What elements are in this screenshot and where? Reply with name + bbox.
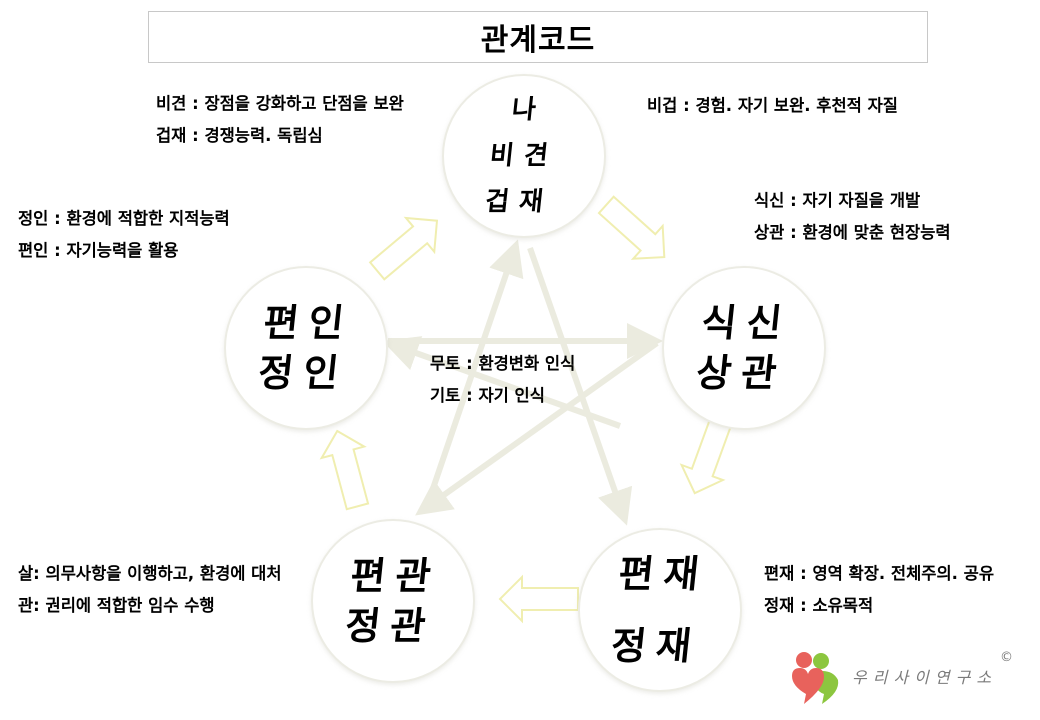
cycle-arrow-top-to-right	[597, 195, 666, 260]
node-top-label-na: 나	[510, 95, 548, 125]
note-pyeonjae: 편재 : 영역 확장. 전체주의. 공유	[764, 564, 995, 583]
note-top-right: 비겁 : 경험. 자기 보완. 후천적 자질	[647, 90, 898, 122]
cycle-arrow-left-to-top	[368, 216, 439, 281]
note-bigeop: 비겁 : 경험. 자기 보완. 후천적 자질	[647, 96, 898, 115]
cycle-arrow-bottomright-to-bottomleft	[498, 574, 579, 624]
note-gito: 기토 : 자기 인식	[430, 386, 545, 405]
note-center: 무토 : 환경변화 인식 기토 : 자기 인식	[430, 348, 575, 412]
note-bigyeon: 비견 : 장점을 강화하고 단점을 보완	[156, 94, 404, 113]
star-arrow-to-left	[382, 336, 622, 429]
note-muto: 무토 : 환경변화 인식	[430, 354, 576, 373]
note-bottom-right: 편재 : 영역 확장. 전체주의. 공유 정재 : 소유목적	[764, 558, 994, 622]
node-top-label-geopjae: 겁재	[483, 187, 555, 217]
note-left: 정인 : 환경에 적합한 지적능력 편인 : 자기능력을 활용	[18, 203, 230, 267]
cycle-arrows	[319, 195, 734, 624]
star-arrows	[382, 239, 663, 526]
node-bottomright-label-pyeonjae: 편재	[616, 551, 712, 596]
node-bottomleft-label-jeonggwan: 정관	[343, 603, 438, 648]
title-box: 관계코드	[148, 11, 928, 63]
node-top-label-bigyeon: 비견	[488, 141, 560, 171]
star-arrow-right-to-bottomleft	[415, 340, 659, 516]
note-gwan: 관: 권리에 적합한 임수 수행	[18, 596, 215, 615]
star-arrow-bottomleft-to-top	[422, 239, 524, 513]
node-left-pyeonin-jeongin: 편인 정인	[224, 266, 388, 430]
node-left-label-pyeonin: 편인	[261, 300, 356, 345]
star-arrow-top-to-bottomright	[527, 247, 633, 526]
note-siksin: 식신 : 자기 자질을 개발	[754, 191, 921, 210]
page-title: 관계코드	[480, 23, 596, 58]
logo: 우리사이연구소 ©	[788, 650, 1013, 706]
note-sanggwan: 상관 : 환경에 맞춘 현장능력	[754, 223, 951, 242]
node-bottomleft-label-pyeongwan: 편관	[348, 553, 443, 598]
node-right-label-siksin: 식신	[699, 300, 794, 345]
logo-people-heart-icon	[792, 652, 839, 704]
node-right-siksin-sanggwan: 식신 상관	[662, 266, 826, 430]
cycle-arrow-bottomleft-to-left	[319, 429, 370, 511]
note-pyeonin: 편인 : 자기능력을 활용	[18, 241, 179, 260]
note-right: 식신 : 자기 자질을 개발 상관 : 환경에 맞춘 현장능력	[754, 185, 951, 249]
node-bottomleft-pyeongwan-jeonggwan: 편관 정관	[311, 519, 475, 683]
note-bottom-left: 살: 의무사항을 이행하고, 환경에 대처 관: 권리에 적합한 임수 수행	[18, 558, 282, 622]
node-top-bigyeon-geopjae: 나 비견 겁재	[442, 74, 606, 238]
note-sal: 살: 의무사항을 이행하고, 환경에 대처	[18, 564, 282, 583]
note-geopjae: 겁재 : 경쟁능력. 독립심	[156, 126, 323, 145]
node-bottomright-pyeonjae-jeongjae: 편재 정재	[578, 528, 742, 692]
node-left-label-jeongin: 정인	[256, 350, 351, 395]
node-right-label-sanggwan: 상관	[694, 350, 789, 395]
copyright-symbol: ©	[1000, 650, 1013, 665]
note-jeongin: 정인 : 환경에 적합한 지적능력	[18, 209, 230, 228]
note-top-left: 비견 : 장점을 강화하고 단점을 보완 겁재 : 경쟁능력. 독립심	[156, 88, 404, 152]
node-bottomright-label-jeongjae: 정재	[608, 623, 704, 668]
note-jeongjae: 정재 : 소유목적	[764, 596, 874, 615]
logo-text: 우리사이연구소	[852, 668, 998, 687]
cycle-arrow-right-to-bottomright	[679, 414, 734, 495]
